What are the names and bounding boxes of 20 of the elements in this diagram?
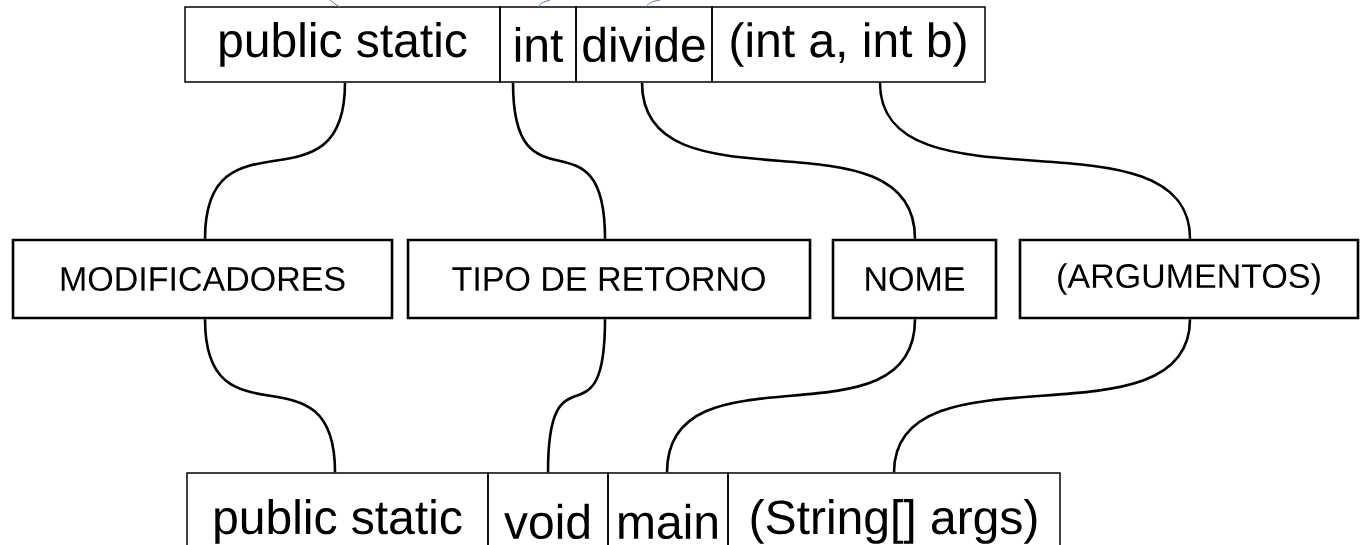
connector-curve [665, 319, 917, 473]
code-cell: int [499, 6, 577, 83]
code-cell: (String[] args) [727, 472, 1061, 545]
connector-curve [511, 82, 607, 239]
category-box: NOME [831, 238, 998, 320]
code-cell: public static [184, 6, 501, 83]
code-cell: (int a, int b) [711, 6, 986, 83]
code-cell: divide [575, 6, 713, 83]
connector-curve [892, 319, 1192, 473]
code-cell: public static [186, 472, 489, 545]
category-box: (ARGUMENTOS) [1018, 238, 1360, 320]
connector-curve [203, 319, 337, 473]
connector-curve [878, 82, 1192, 239]
category-box: MODIFICADORES [11, 238, 394, 320]
category-box: TIPO DE RETORNO [406, 238, 812, 320]
code-cell: main [607, 472, 729, 545]
connector-curve [640, 82, 917, 239]
code-cell: void [487, 472, 609, 545]
connector-curve [203, 82, 347, 239]
connector-curve [546, 319, 607, 473]
